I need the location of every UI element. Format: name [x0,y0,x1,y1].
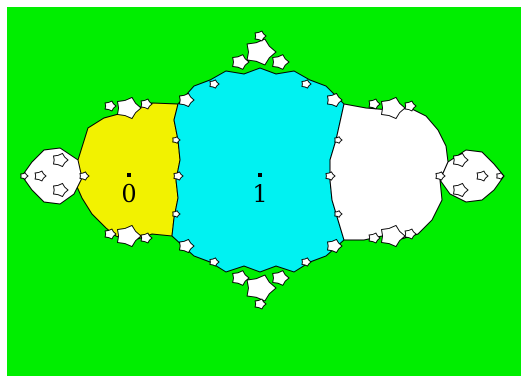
component-mirror-white [330,104,448,240]
component-1-cyan [172,68,344,272]
point-1-label: 1 [252,180,267,208]
point-0-label: 0 [121,180,136,208]
point-1-marker [258,173,262,177]
point-0-marker [127,173,131,177]
